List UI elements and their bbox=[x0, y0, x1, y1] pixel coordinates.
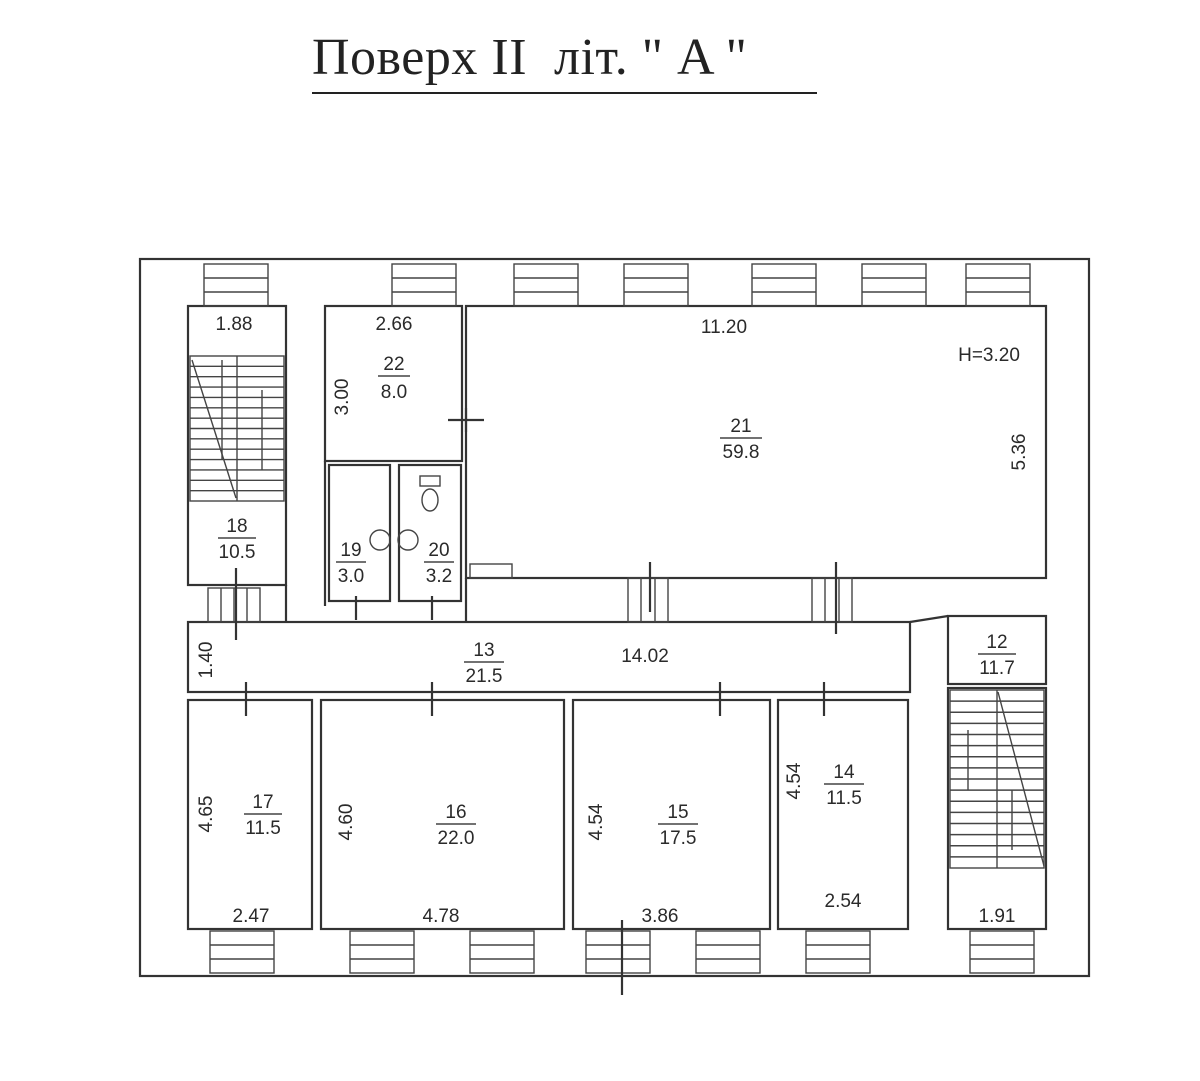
dimension-label: 1.40 bbox=[196, 642, 217, 679]
stairs-left bbox=[189, 355, 285, 502]
room-number: 13 bbox=[473, 640, 494, 661]
dimension-label: 3.86 bbox=[642, 906, 679, 927]
title-underline bbox=[312, 92, 817, 94]
room-22-label: 228.0 bbox=[378, 354, 410, 403]
stairs-right bbox=[949, 689, 1045, 869]
room-area: 22.0 bbox=[438, 828, 475, 849]
room-area: 11.7 bbox=[979, 658, 1015, 679]
room-20-label: 203.2 bbox=[424, 540, 454, 587]
door-marks bbox=[234, 408, 838, 716]
room-area: 21.5 bbox=[466, 666, 503, 687]
dimension-label: 4.54 bbox=[586, 803, 607, 840]
room-number: 14 bbox=[833, 762, 855, 783]
room-area: 59.8 bbox=[723, 442, 760, 463]
room-number: 20 bbox=[428, 540, 449, 561]
room-number: 17 bbox=[252, 792, 273, 813]
room-area: 8.0 bbox=[381, 382, 407, 403]
room-number: 15 bbox=[667, 802, 688, 823]
room-17-label: 17 11.5 bbox=[244, 792, 282, 839]
plan-title: Поверх II літ. " A " bbox=[312, 29, 748, 86]
dimension-label: 3.00 bbox=[332, 379, 353, 416]
dimension-label: 2.47 bbox=[233, 906, 270, 927]
room-14-label: 14 11.5 bbox=[824, 762, 864, 809]
windows-bottom bbox=[209, 920, 1035, 995]
outer-wall bbox=[138, 257, 1091, 978]
windows-top bbox=[203, 263, 1031, 307]
dimension-label: 4.78 bbox=[423, 906, 460, 927]
sanitary-fixtures bbox=[369, 475, 441, 551]
room-area: 3.2 bbox=[426, 566, 452, 587]
room-number: 18 bbox=[226, 516, 247, 537]
dimension-label: 4.60 bbox=[336, 804, 357, 841]
height-label: H=3.20 bbox=[958, 345, 1020, 366]
inner-walls bbox=[186, 304, 1048, 931]
dimension-label: 2.54 bbox=[825, 891, 862, 912]
room-area: 11.5 bbox=[245, 818, 281, 839]
room-13-label: 13 21.5 bbox=[464, 640, 504, 687]
dimension-label: 5.36 bbox=[1009, 434, 1030, 471]
room-number: 16 bbox=[445, 802, 466, 823]
dimension-label: 4.65 bbox=[196, 796, 217, 833]
room-16-label: 16 22.0 bbox=[436, 802, 476, 849]
room-number: 12 bbox=[986, 632, 1007, 653]
room-area: 17.5 bbox=[660, 828, 697, 849]
room-number: 22 bbox=[383, 354, 404, 375]
dimension-label: 11.20 bbox=[701, 317, 747, 338]
dimension-labels: 1.88 2.66 11.20 H=3.20 3.00 5.36 1.40 14… bbox=[196, 314, 1030, 927]
room-15-label: 15 17.5 bbox=[658, 802, 698, 849]
dimension-label: 4.54 bbox=[784, 762, 805, 799]
room-number: 19 bbox=[340, 540, 361, 561]
room-number: 21 bbox=[730, 416, 751, 437]
dimension-label: 1.88 bbox=[216, 314, 253, 335]
dimension-label: 1.91 bbox=[979, 906, 1016, 927]
room-21-label: 21 59.8 bbox=[720, 416, 762, 463]
landing-window-left bbox=[207, 587, 261, 623]
room-area: 10.5 bbox=[219, 542, 256, 563]
room-12-label: 12 11.7 bbox=[978, 632, 1016, 679]
room-18-label: 18 10.5 bbox=[218, 516, 256, 563]
room-area: 3.0 bbox=[338, 566, 364, 587]
room-19-label: 193.0 bbox=[336, 540, 366, 587]
dimension-label: 2.66 bbox=[376, 314, 413, 335]
partition-windows bbox=[627, 577, 853, 623]
dimension-label: 14.02 bbox=[621, 646, 669, 667]
room-area: 11.5 bbox=[826, 788, 862, 809]
